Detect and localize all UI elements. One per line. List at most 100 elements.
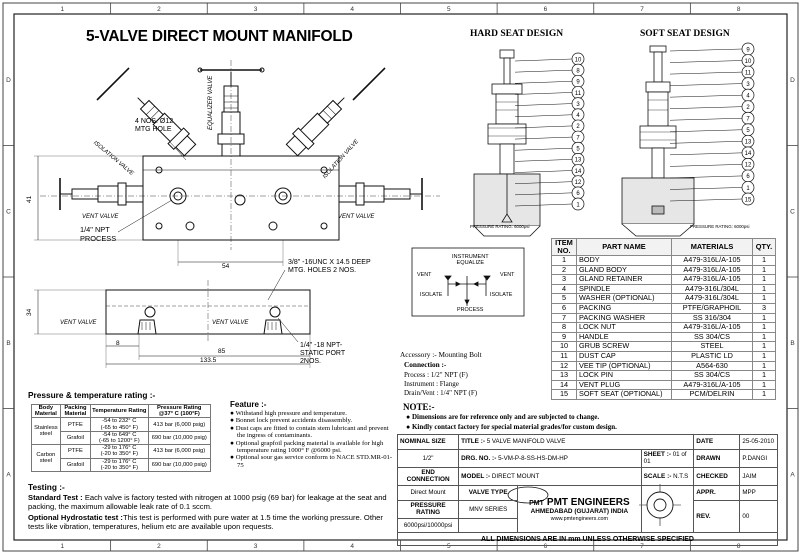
callout-number: 11 — [575, 91, 582, 97]
callout-number: 8 — [576, 68, 580, 74]
drawn-value: P.DANGI — [739, 448, 778, 468]
end-conn-value: Direct Mount — [396, 484, 460, 501]
side-view — [34, 269, 311, 368]
soft-seat-rating: PRESSURE RATING: 6000psi — [690, 224, 750, 229]
checked-label: CHECKED — [693, 466, 741, 486]
callout-leader — [669, 164, 743, 167]
pt-body: Stainless steel — [31, 417, 61, 446]
part-material: PTFE/GRAPHOIL — [671, 302, 753, 314]
callout-number: 10 — [745, 59, 752, 65]
callout-number: 2 — [746, 105, 750, 111]
callout-number: 7 — [746, 117, 750, 123]
callout-leader — [514, 203, 573, 207]
appr-label: APPR. — [693, 484, 741, 501]
title-value: 5 VALVE MANIFOLD VALVE — [486, 438, 566, 446]
vent-valve-left-label: VENT VALVE — [82, 214, 119, 220]
part-name: VEE TIP (OPTIONAL) — [576, 360, 672, 372]
note-1-text: Dimensions are for reference only and ar… — [411, 413, 600, 421]
date-label: DATE — [693, 434, 741, 450]
part-name: WASHER (OPTIONAL) — [576, 293, 672, 304]
pt-packing: PTFE — [59, 417, 92, 432]
pt-pressure: 690 bar (10,000 psig) — [147, 457, 211, 473]
part-name: PACKING — [576, 302, 672, 314]
callout-leader — [669, 117, 743, 121]
date-value: 25-05-2010 — [739, 434, 778, 450]
grid-row-label: B — [790, 340, 794, 347]
drawn-label: DRAWN — [693, 448, 741, 468]
grid-col-label: 3 — [254, 543, 258, 550]
schematic-vent-left: VENT — [417, 272, 432, 278]
grid-col-label: 4 — [350, 543, 354, 550]
part-name: SOFT SEAT (OPTIONAL) — [576, 389, 672, 400]
part-item-no: 5 — [551, 293, 577, 304]
dim-height-41: 41 — [26, 195, 33, 203]
parts-col-name: PART NAME — [576, 238, 672, 256]
rev-value: 00 — [739, 499, 778, 534]
callout-number: 14 — [745, 151, 752, 157]
callout-balloon — [571, 197, 585, 211]
callout-number: 15 — [745, 197, 752, 203]
title-block-row-3: END CONNECTION MODEL :- DIRECT MOUNT SCA… — [396, 466, 778, 486]
pt-temp: -54 to 649° C (-65 to 1200° F) — [90, 430, 149, 446]
pt-temp: -29 to 176° C (-20 to 350° F) — [90, 457, 149, 473]
sheet-cell: SHEET :- 01 of 01 — [640, 448, 695, 468]
testing-standard: Standard Test : Each valve is factory te… — [28, 493, 394, 512]
feature-item: ● Dust caps are fitted to contain stem l… — [230, 425, 394, 440]
drg-cell: DRG. NO. :- 5-VM-P-8-SS-HS-DM-HP — [458, 448, 642, 468]
part-material: STEEL — [671, 341, 753, 352]
callout-number: 14 — [575, 169, 582, 175]
model-cell: MODEL :- DIRECT MOUNT — [458, 466, 642, 486]
hard-seat-title: HARD SEAT DESIGN — [470, 29, 564, 39]
callout-leader — [669, 83, 743, 86]
equalizer-valve-label: EQUALIZER VALVE — [208, 75, 214, 130]
pt-packing: Grafoil — [59, 430, 92, 446]
features-head: Feature :- — [230, 400, 267, 409]
features-list: ● Withstand high pressure and temperatur… — [230, 410, 394, 469]
part-material: A479-316L/304L — [671, 293, 753, 304]
part-item-no: 9 — [551, 331, 577, 343]
mtg-hole-label: 4 NOS. Ø12 MTG HOLE — [135, 118, 174, 134]
callout-leader — [514, 159, 573, 162]
part-name: GRUB SCREW — [576, 341, 672, 352]
callout-leader — [514, 103, 573, 106]
bullet-icon: ● — [230, 424, 236, 432]
dim-54: 54 — [222, 263, 230, 270]
pressure-rating-header: Body Material Packing Material Temperatu… — [31, 403, 211, 419]
callout-leader — [514, 192, 573, 196]
callout-number: 10 — [575, 57, 582, 63]
callout-leader — [669, 60, 743, 63]
callout-number: 13 — [745, 140, 752, 146]
pt-col-body: Body Material — [31, 403, 61, 419]
parts-col-qty: QTY. — [752, 238, 776, 256]
part-qty: 1 — [752, 264, 776, 276]
static-port-label: 1/4" -18 NPT- STATIC PORT 2NOS. — [300, 342, 346, 366]
callout-leader — [669, 152, 743, 156]
part-item-no: 15 — [551, 389, 577, 400]
pt-packing: Grafoil — [59, 457, 92, 473]
grid-col-label: 4 — [350, 6, 354, 13]
grid-col-label: 2 — [157, 543, 161, 550]
schematic-process: PROCESS — [457, 307, 484, 313]
grid-col-label: 1 — [61, 543, 65, 550]
part-qty: 1 — [752, 389, 776, 400]
callout-leader — [514, 136, 573, 140]
part-item-no: 3 — [551, 274, 577, 285]
dimensions-footer: ALL DIMENSIONS ARE IN mm UNLESS OTHERWIS… — [397, 532, 778, 546]
part-item-no: 8 — [551, 322, 577, 333]
grid-row-label: D — [790, 77, 795, 84]
part-name: LOCK PIN — [576, 370, 672, 381]
callout-number: 2 — [576, 124, 580, 130]
callout-leader — [514, 147, 573, 151]
callout-number: 12 — [745, 163, 752, 169]
part-material: A479-316L/A-105 — [671, 255, 753, 266]
part-name: HANDLE — [576, 331, 672, 343]
